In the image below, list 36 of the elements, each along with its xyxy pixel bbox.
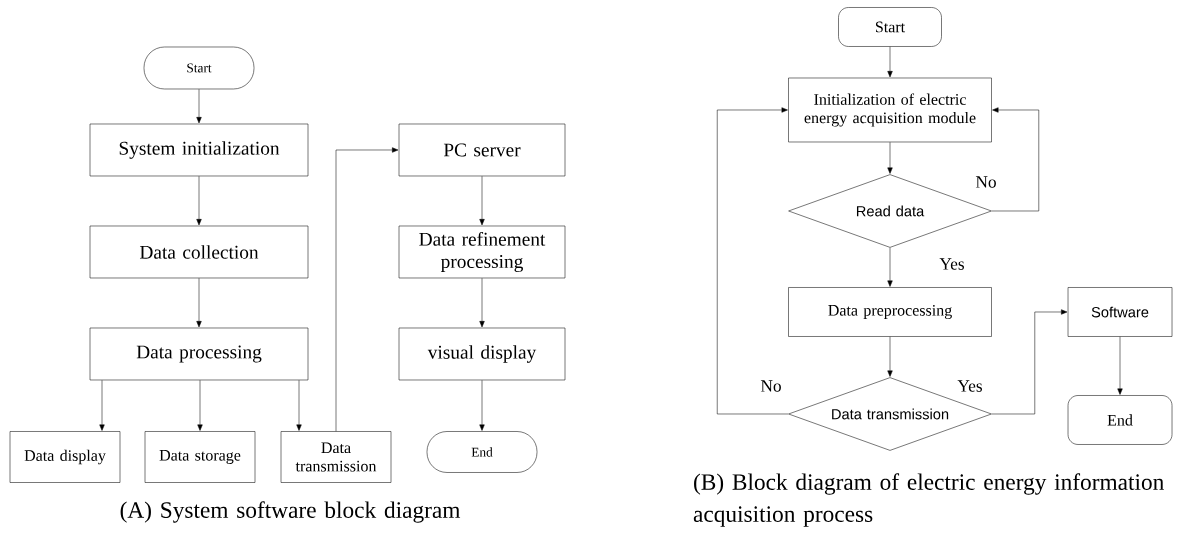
arrow	[887, 247, 893, 287]
arrow	[296, 380, 302, 431]
arrow	[99, 380, 105, 431]
process-box: Data preprocessing	[788, 287, 992, 337]
arrow	[479, 176, 485, 226]
arrow	[479, 278, 485, 328]
terminal-box: End	[426, 431, 538, 473]
arrow	[887, 46, 893, 78]
arrow	[716, 107, 789, 415]
arrow	[197, 380, 203, 431]
arrow	[887, 142, 893, 174]
arrow	[335, 147, 399, 432]
arrow	[196, 176, 202, 226]
terminal-box: Start	[838, 7, 942, 47]
process-box: PC server	[398, 123, 566, 177]
process-box: Initialization of electric energy acquisition module	[788, 77, 992, 143]
arrow	[479, 380, 485, 431]
arrow	[196, 278, 202, 328]
terminal-box: Start	[143, 46, 255, 90]
arrow	[196, 89, 202, 124]
caption: (A) System software block diagram	[120, 501, 461, 523]
process-box: Software	[1067, 287, 1173, 337]
arrow	[991, 309, 1068, 415]
process-box: Data transmission	[280, 431, 392, 483]
arrow	[991, 107, 1040, 212]
terminal-box: End	[1067, 395, 1173, 445]
arrow	[1117, 336, 1123, 395]
caption: (B) Block diagram of electric energy information acquisition process	[693, 473, 1164, 527]
process-box: Data refinement processing	[398, 225, 566, 279]
process-box: Data storage	[144, 431, 256, 483]
process-box: Data display	[9, 431, 121, 483]
arrow	[887, 336, 893, 377]
process-box: System initialization	[89, 123, 309, 177]
process-box: Data collection	[89, 225, 309, 279]
process-box: Data processing	[89, 327, 309, 381]
process-box: visual display	[398, 327, 566, 381]
